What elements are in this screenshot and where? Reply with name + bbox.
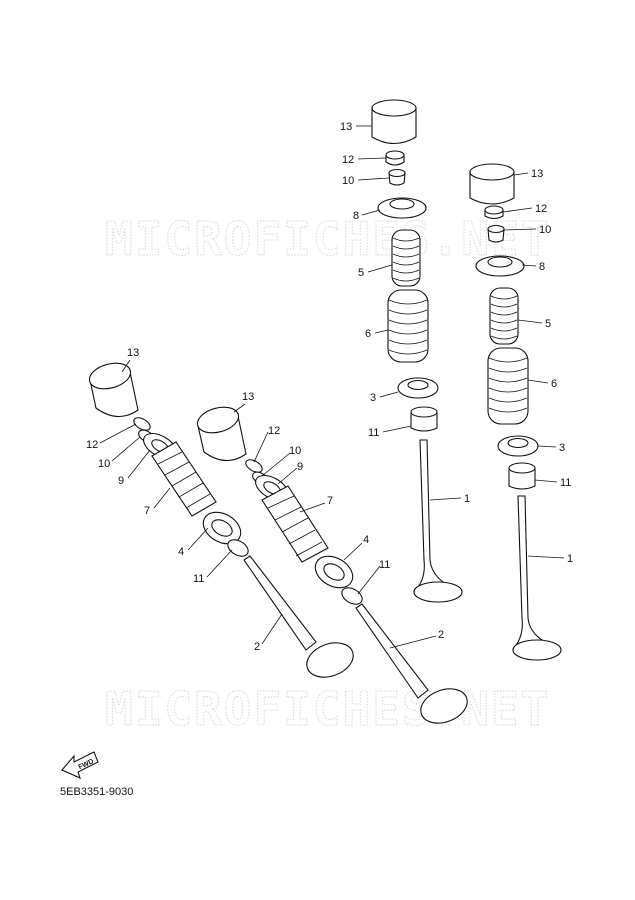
spring-6a[interactable] (387, 289, 429, 363)
shim-12d[interactable] (244, 457, 265, 475)
callout-2: 2 (254, 641, 260, 653)
callout-12: 12 (86, 439, 98, 451)
tappet-13b[interactable] (469, 163, 515, 205)
exhaust-valve-2c[interactable] (243, 555, 358, 683)
callout-11: 11 (560, 477, 571, 489)
cotter-10a[interactable] (388, 168, 406, 186)
assembly-c (87, 359, 358, 683)
diagram-code: 5EB3351-9030 (60, 786, 134, 798)
exhaust-valve-2d[interactable] (355, 603, 472, 729)
callout-11: 11 (368, 427, 379, 439)
callout-6: 6 (551, 378, 557, 390)
callout-13: 13 (127, 347, 139, 359)
retainer-8b[interactable] (475, 255, 525, 277)
callout-8: 8 (539, 261, 545, 273)
callout-11: 11 (193, 573, 204, 585)
spring-6b[interactable] (487, 347, 529, 425)
stem-seal-11c[interactable] (225, 536, 251, 559)
intake-valve-1a[interactable] (413, 439, 463, 603)
callout-13: 13 (340, 121, 352, 133)
spring-7d[interactable] (261, 485, 329, 563)
callout-3: 3 (559, 442, 565, 454)
callout-4: 4 (178, 546, 184, 558)
callout-10: 10 (289, 445, 301, 457)
callout-10: 10 (98, 458, 110, 470)
intake-valve-1b[interactable] (512, 495, 562, 661)
tappet-13a[interactable] (371, 99, 417, 145)
spring-seat-3b[interactable] (497, 435, 539, 457)
watermark-bottom: MICROFICHES.NET (105, 682, 550, 736)
callout-13: 13 (531, 168, 543, 180)
shim-12c[interactable] (132, 415, 153, 433)
spring-5a[interactable] (391, 229, 421, 287)
callout-11: 11 (379, 559, 390, 571)
assembly-b (469, 163, 562, 661)
shim-12a[interactable] (385, 150, 405, 166)
callout-5: 5 (545, 318, 551, 330)
callout-4: 4 (363, 534, 369, 546)
stem-seal-11b[interactable] (508, 462, 536, 490)
callout-10: 10 (539, 224, 551, 236)
stem-seal-11d[interactable] (339, 584, 365, 607)
watermark-top: MICROFICHES.NET (105, 212, 550, 266)
callout-12: 12 (535, 203, 547, 215)
fwd-arrow-icon: FWD (61, 751, 99, 780)
callout-10: 10 (342, 175, 354, 187)
callouts: 13 12 10 8 5 6 3 11 1 13 12 10 8 5 6 3 1… (86, 121, 573, 653)
shim-12b[interactable] (484, 205, 504, 220)
callout-12: 12 (342, 154, 354, 166)
callout-7: 7 (327, 495, 333, 507)
callout-5: 5 (358, 267, 364, 279)
callout-13: 13 (242, 391, 254, 403)
spring-7c[interactable] (151, 441, 217, 517)
callout-1: 1 (567, 553, 573, 565)
tappet-13c[interactable] (87, 359, 139, 418)
callout-8: 8 (353, 210, 359, 222)
spring-seat-4d[interactable] (310, 550, 359, 594)
callout-9: 9 (118, 475, 124, 487)
retainer-8a[interactable] (377, 197, 427, 219)
callout-1: 1 (464, 493, 470, 505)
callout-9: 9 (297, 461, 303, 473)
spring-seat-3a[interactable] (397, 377, 439, 399)
assembly-a (371, 99, 463, 603)
callout-2: 2 (438, 629, 444, 641)
tappet-13d[interactable] (195, 403, 247, 462)
callout-6: 6 (365, 328, 371, 340)
callout-7: 7 (144, 505, 150, 517)
callout-12: 12 (268, 425, 280, 437)
cotter-10b[interactable] (487, 224, 505, 243)
callout-3: 3 (370, 392, 376, 404)
spring-5b[interactable] (489, 287, 519, 345)
spring-seat-4c[interactable] (198, 506, 247, 550)
leader-lines (99, 125, 565, 649)
stem-seal-11a[interactable] (410, 406, 438, 432)
